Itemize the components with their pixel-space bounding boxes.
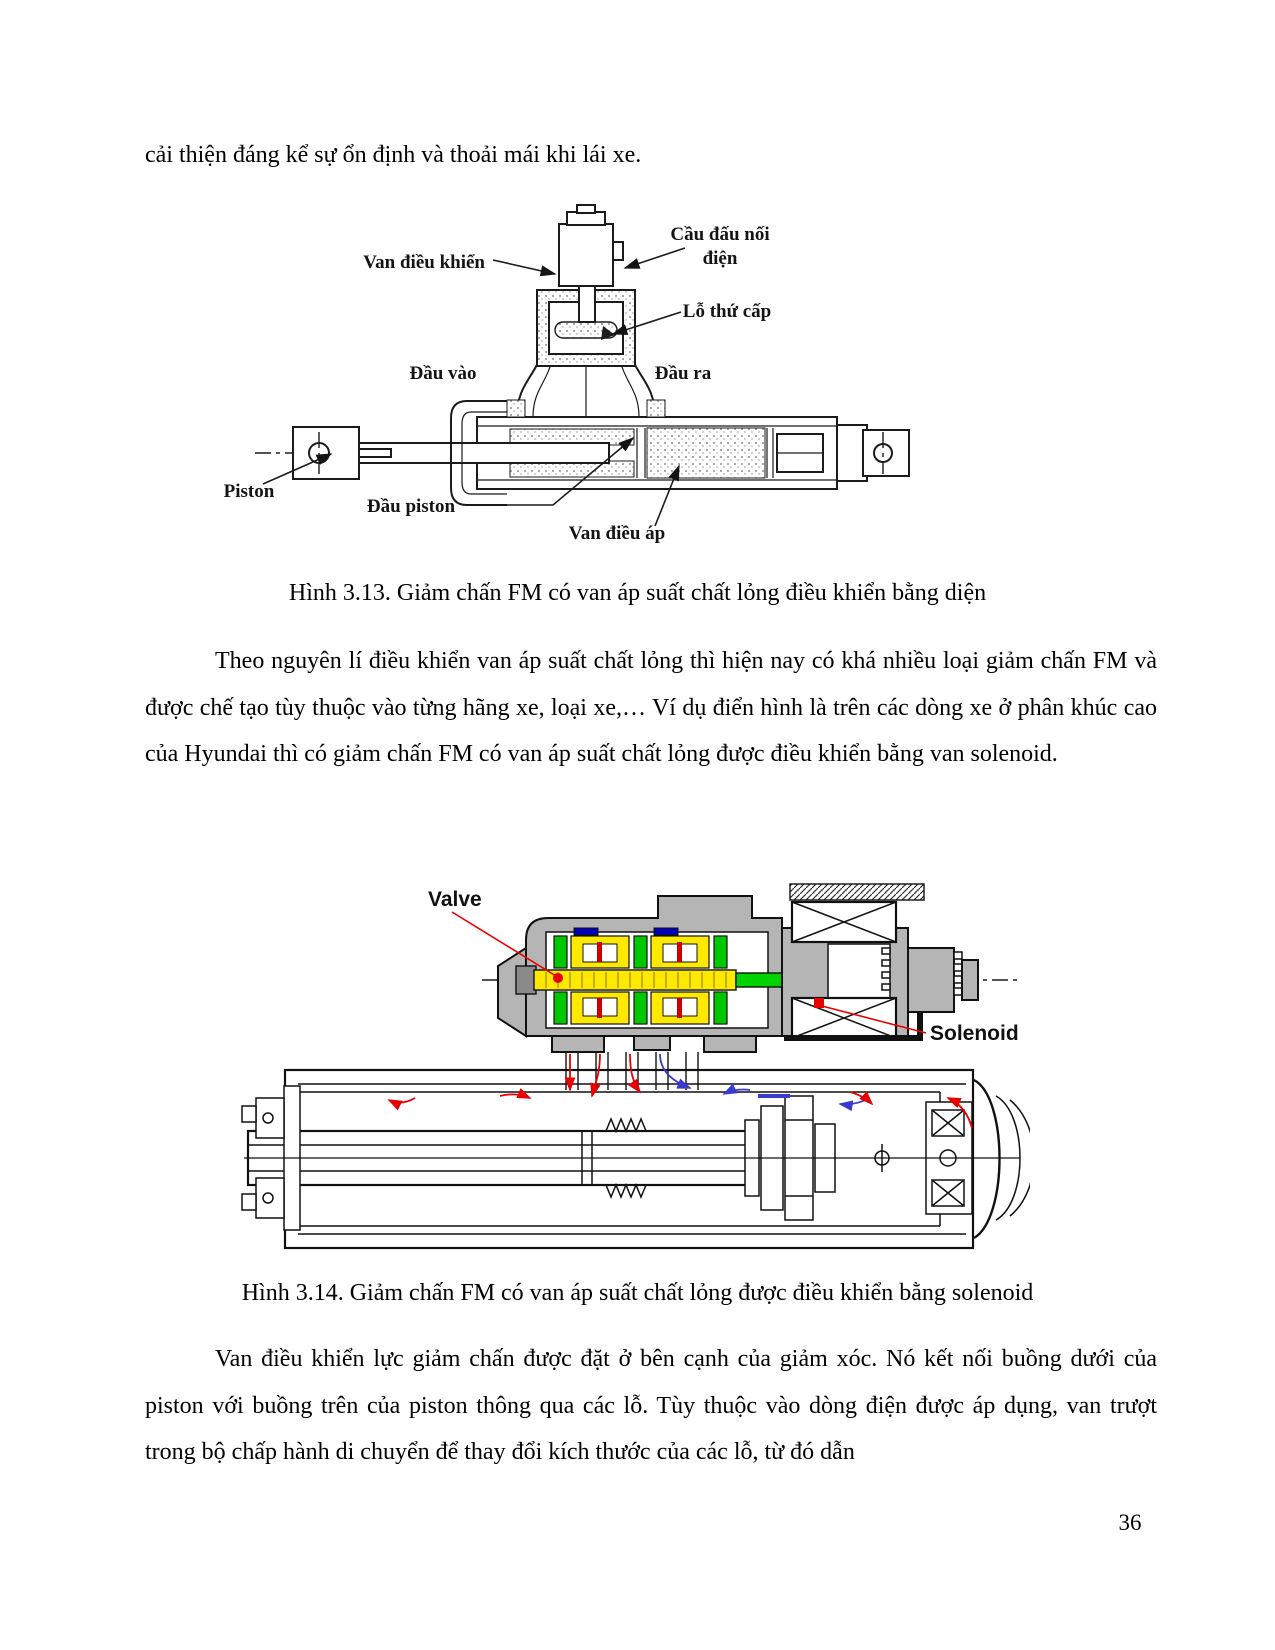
fig1-label-control-valve: Van điều khiển xyxy=(363,252,485,273)
paragraph-1: Theo nguyên lí điều khiển van áp suất ch… xyxy=(145,648,1157,767)
fig2-valve-assembly xyxy=(482,883,1018,1053)
fig1-label-terminal-line1: Cầu đấu nối xyxy=(670,224,769,245)
figure-damper-solenoid: Valve Solenoid xyxy=(241,883,1030,1250)
paragraph-2: Van điều khiển lực giảm chấn được đặt ở … xyxy=(145,1346,1157,1465)
fig1-label-piston: Piston xyxy=(224,481,275,502)
fig1-label-outlet: Đầu ra xyxy=(655,363,712,384)
page-number: 36 xyxy=(1118,1510,1142,1535)
fig2-leaders xyxy=(451,911,927,1034)
fig1-label-secondary-hole: Lỗ thứ cấp xyxy=(683,301,771,322)
intro-line: cải thiện đáng kể sự ổn định và thoải má… xyxy=(145,142,642,168)
figure2-caption: Hình 3.14. Giảm chấn FM có van áp suất c… xyxy=(241,1280,1034,1306)
fig1-label-terminal-line2: điện xyxy=(703,248,738,269)
fig2-flow-arrows xyxy=(387,1053,973,1129)
fig2-label-valve: Valve xyxy=(428,888,482,911)
fig2-label-solenoid: Solenoid xyxy=(930,1022,1019,1045)
fig1-drawing xyxy=(255,204,910,506)
fig1-label-inlet: Đầu vào xyxy=(409,363,476,384)
fig1-leader-lines xyxy=(262,247,686,527)
figure1-caption: Hình 3.13. Giảm chấn FM có van áp suất c… xyxy=(288,580,987,606)
fig1-label-pressure-valve: Van điều áp xyxy=(569,523,665,544)
fig2-damper-body xyxy=(241,1068,1030,1250)
fig1-label-piston-head: Đầu piston xyxy=(367,496,456,517)
figure-damper-electric: Van điều khiển Cầu đấu nối điện Lỗ thứ c… xyxy=(224,204,910,544)
